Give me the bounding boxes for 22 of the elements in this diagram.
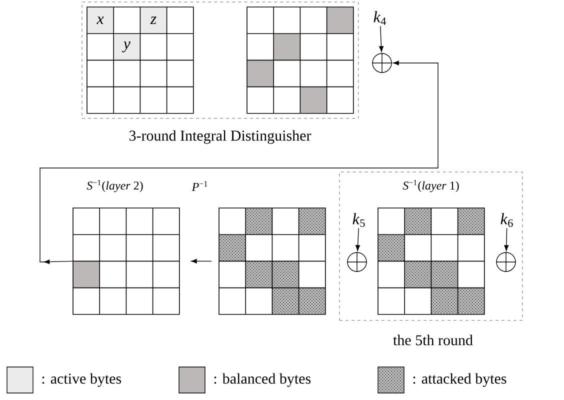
grid-label: P$^{−1}$ — [192, 181, 208, 191]
arrow — [504, 228, 509, 251]
byte-grid: x z y — [86, 6, 194, 114]
frame-caption: S$^{−1}$(layer 1) — [402, 180, 459, 192]
xor-symbol — [372, 52, 392, 74]
arrow — [379, 26, 384, 52]
key-label: k$_{6}$ — [500, 213, 513, 227]
key-label: k$_{5}$ — [352, 213, 365, 227]
grid-label: S$^{−1}$(layer 2) — [86, 180, 143, 192]
byte-grid — [378, 208, 485, 315]
legend-label: : attacked bytes — [413, 373, 506, 387]
xor-symbol — [346, 252, 368, 272]
byte-grid — [246, 6, 354, 114]
legend-label: : balanced bytes — [214, 373, 311, 387]
arrow — [190, 258, 212, 264]
arrow — [356, 228, 360, 251]
legend-label: : active bytes — [42, 373, 122, 387]
frame-caption: the 5th round — [393, 334, 473, 346]
xor-symbol — [496, 252, 516, 272]
arrow — [40, 60, 438, 264]
key-label: k$_{4}$ — [374, 11, 386, 25]
frame-caption: 3-round Integral Distinguisher — [130, 130, 312, 144]
